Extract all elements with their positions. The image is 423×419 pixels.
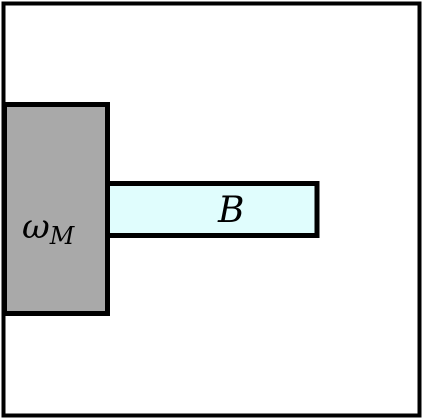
omega-symbol: ω bbox=[22, 207, 50, 247]
omega-subscript: M bbox=[49, 222, 76, 250]
region-b-rectangle bbox=[101, 181, 320, 238]
region-b-label: B bbox=[217, 190, 244, 231]
region-omega-m-rectangle bbox=[2, 102, 110, 316]
region-omega-m-label: ωM bbox=[22, 207, 76, 250]
